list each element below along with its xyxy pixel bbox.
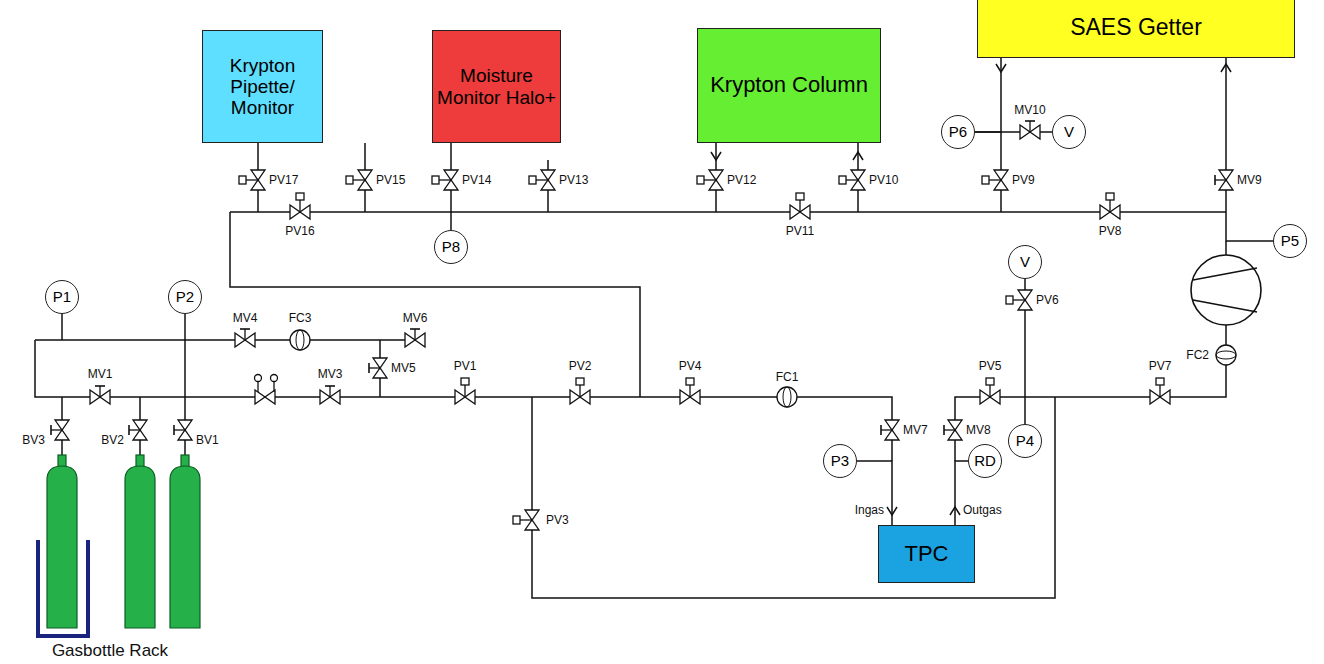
part-label: PV15 — [375, 173, 406, 187]
node-text: P5 — [1281, 233, 1299, 250]
pressure-regulator — [255, 375, 278, 405]
component-box: Krypton Pipette/ Monitor — [202, 30, 323, 143]
part-label: MV8 — [965, 423, 992, 437]
part-label: MV10 — [1013, 103, 1046, 117]
part-label: PV10 — [868, 173, 899, 187]
compressor-pump — [1191, 255, 1261, 325]
component-box: Krypton Column — [697, 28, 881, 143]
instrument-circle: P3 — [823, 444, 857, 478]
node-text: P6 — [949, 124, 967, 141]
part-label: PV6 — [1035, 293, 1060, 307]
component-box: Moisture Monitor Halo+ — [432, 30, 561, 143]
part-label: Outgas — [962, 503, 1003, 517]
component-box: TPC — [878, 525, 975, 583]
part-label: PV12 — [726, 173, 757, 187]
node-text: Krypton Column — [710, 73, 868, 98]
part-label: PV9 — [1011, 173, 1036, 187]
instrument-circle: P2 — [168, 280, 202, 314]
node-text: SAES Getter — [1070, 15, 1202, 41]
rack-label: Gasbottle Rack — [51, 644, 169, 658]
instrument-circle: P6 — [941, 115, 975, 149]
instrument-circle: V — [1052, 115, 1086, 149]
instrument-circle: P5 — [1273, 224, 1307, 258]
part-label: FC3 — [288, 311, 313, 325]
node-text: RD — [974, 453, 996, 470]
part-label: FC2 — [1185, 348, 1210, 362]
part-label: PV7 — [1148, 359, 1173, 373]
part-label: PV13 — [558, 173, 589, 187]
node-text: P3 — [831, 453, 849, 470]
part-label: MV1 — [87, 367, 114, 381]
part-label: FC1 — [775, 370, 800, 384]
pipes — [35, 64, 1231, 598]
node-text: V — [1020, 254, 1030, 271]
part-label: PV4 — [678, 359, 703, 373]
part-label: MV3 — [317, 367, 344, 381]
part-label: PV2 — [568, 359, 593, 373]
valves — [51, 121, 1236, 530]
part-label: PV17 — [268, 173, 299, 187]
part-label: PV3 — [545, 513, 570, 527]
instrument-circle: RD — [968, 444, 1002, 478]
part-label: PV14 — [461, 173, 492, 187]
part-label: MV6 — [402, 311, 429, 325]
node-text: TPC — [905, 542, 949, 567]
node-text: P1 — [53, 289, 71, 306]
gas-bottles — [38, 455, 200, 636]
node-text: V — [1064, 124, 1074, 141]
node-text: P4 — [1016, 433, 1034, 450]
part-label: PV1 — [453, 359, 478, 373]
part-label: MV5 — [390, 361, 417, 375]
part-label: MV4 — [232, 311, 259, 325]
node-text: P2 — [176, 289, 194, 306]
instrument-circle: V — [1008, 245, 1042, 279]
part-label: MV9 — [1236, 173, 1263, 187]
part-label: BV3 — [21, 433, 46, 447]
node-text: Moisture Monitor Halo+ — [433, 65, 560, 108]
node-text: Krypton Pipette/ Monitor — [203, 55, 322, 119]
pipe-connector — [1226, 58, 1273, 241]
part-label: PV8 — [1098, 224, 1123, 238]
component-box: SAES Getter — [977, 0, 1295, 58]
instrument-circle: P1 — [45, 280, 79, 314]
part-label: BV1 — [195, 433, 220, 447]
instrument-circle: P8 — [434, 230, 468, 264]
pipe-connector — [975, 58, 1001, 132]
part-label: BV2 — [100, 433, 125, 447]
instrument-circle: P4 — [1008, 424, 1042, 458]
part-label: PV16 — [284, 224, 315, 238]
part-label: PV5 — [978, 359, 1003, 373]
part-label: Ingas — [854, 503, 885, 517]
part-label: MV7 — [902, 423, 929, 437]
node-text: P8 — [442, 239, 460, 256]
part-label: PV11 — [785, 224, 815, 238]
